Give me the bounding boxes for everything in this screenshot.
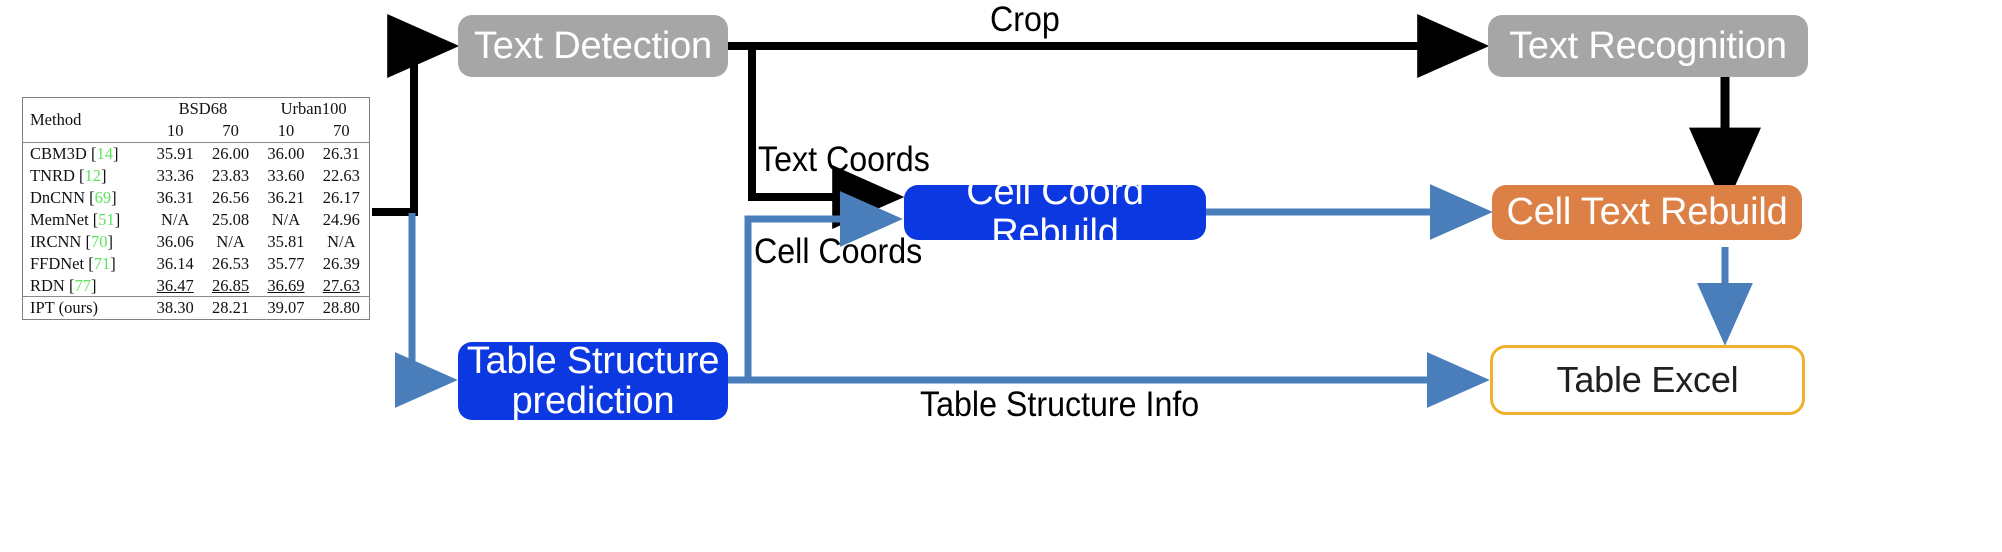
cell-method: DnCNN [69] <box>30 187 117 207</box>
cell-value: N/A <box>161 209 190 229</box>
cell-value: 22.63 <box>322 165 360 185</box>
cell-value: 28.21 <box>212 298 250 318</box>
cell-value: 35.81 <box>267 231 305 251</box>
cell-method: IRCNN [70] <box>30 231 113 251</box>
cell-value: 26.85 <box>212 275 250 295</box>
cell-value: 26.00 <box>212 143 250 163</box>
cell-value: N/A <box>271 209 301 229</box>
header-group-urban100: Urban100 <box>280 99 347 118</box>
header-sub-bsd68-10: 10 <box>166 120 184 140</box>
cell-value: 36.47 <box>156 275 194 295</box>
cell-value: 36.21 <box>267 187 305 207</box>
node-text-detection-label: Text Detection <box>474 24 712 67</box>
table-row: RDN [77] 36.47 26.85 36.69 27.63 <box>23 275 369 297</box>
cell-value: N/A <box>327 231 356 251</box>
node-text-recognition-label: Text Recognition <box>1509 24 1787 67</box>
table-header-row-groups: Method BSD68 Urban100 <box>23 98 369 129</box>
cell-method: MemNet [51] <box>30 209 121 229</box>
cell-value: 38.30 <box>156 298 194 318</box>
node-text-recognition[interactable]: Text Recognition <box>1488 15 1808 77</box>
cell-value: N/A <box>216 231 245 251</box>
node-table-excel[interactable]: Table Excel <box>1490 345 1805 415</box>
cell-value: 33.60 <box>267 165 305 185</box>
node-cell-text-rebuild-label: Cell Text Rebuild <box>1506 191 1788 234</box>
cell-value: 26.56 <box>212 187 250 207</box>
cell-value: 36.00 <box>267 143 305 163</box>
node-cell-coord-rebuild[interactable]: Cell Coord Rebuild <box>904 172 1206 253</box>
node-table-structure-label-line1: Table Structure <box>466 339 720 382</box>
table-row: FFDNet [71] 36.14 26.53 35.77 26.39 <box>23 253 369 275</box>
edge-label-crop: Crop <box>990 0 1060 39</box>
cell-method: FFDNet [71] <box>30 253 116 273</box>
table-row: CBM3D [14] 35.91 26.00 36.00 26.31 <box>23 142 369 164</box>
cell-value: 39.07 <box>267 298 305 318</box>
edge-table-to-detection <box>372 14 460 216</box>
header-method: Method <box>30 109 82 129</box>
cell-value: 36.14 <box>156 253 194 273</box>
results-table: Method BSD68 Urban100 10 70 10 70 CBM3D … <box>23 98 369 319</box>
cell-value: 36.69 <box>267 275 305 295</box>
node-table-structure-label-line2: prediction <box>511 380 675 422</box>
edge-label-table-structure-info: Table Structure Info <box>920 385 1200 424</box>
cell-value: 26.39 <box>322 253 360 273</box>
edge-label-text-coords: Text Coords <box>758 140 930 179</box>
cell-method: IPT (ours) <box>30 298 98 318</box>
header-sub-urban100-70: 70 <box>333 120 350 140</box>
cell-value: 35.91 <box>156 143 194 163</box>
cell-value: 24.96 <box>322 209 360 229</box>
table-row: IPT (ours) 38.30 28.21 39.07 28.80 <box>23 297 369 319</box>
header-group-bsd68: BSD68 <box>178 99 228 118</box>
cell-value: 26.53 <box>212 253 250 273</box>
cell-value: 26.31 <box>322 143 360 163</box>
header-sub-urban100-10: 10 <box>277 120 295 140</box>
table-row: DnCNN [69] 36.31 26.56 36.21 26.17 <box>23 187 369 209</box>
edge-table-to-structure <box>394 213 458 408</box>
results-table-head: Method BSD68 Urban100 10 70 10 70 <box>23 98 369 142</box>
cell-value: 35.77 <box>267 253 305 273</box>
paper-table-figure: Method BSD68 Urban100 10 70 10 70 CBM3D … <box>22 97 370 321</box>
table-row: MemNet [51] N/A 25.08 N/A 24.96 <box>23 209 369 231</box>
node-table-structure-prediction[interactable]: Table Structure prediction <box>458 339 728 422</box>
table-row: IRCNN [70] 36.06 N/A 35.81 N/A <box>23 231 369 253</box>
node-text-detection[interactable]: Text Detection <box>458 15 728 77</box>
cell-method: TNRD [12] <box>30 165 107 185</box>
cell-value: 33.36 <box>156 165 194 185</box>
cell-value: 25.08 <box>212 209 250 229</box>
cell-value: 28.80 <box>322 298 360 318</box>
cell-value: 27.63 <box>322 275 360 295</box>
cell-value: 36.31 <box>156 187 194 207</box>
node-cell-text-rebuild[interactable]: Cell Text Rebuild <box>1492 185 1802 240</box>
cell-method: RDN [77] <box>30 275 97 295</box>
node-table-excel-label: Table Excel <box>1556 358 1739 400</box>
node-cell-coord-rebuild-label: Cell Coord Rebuild <box>966 171 1144 254</box>
cell-value: 26.17 <box>322 187 360 207</box>
cell-value: 36.06 <box>156 231 194 251</box>
header-sub-bsd68-70: 70 <box>222 120 239 140</box>
edge-label-cell-coords: Cell Coords <box>754 232 923 271</box>
table-header-row-sublevels: 10 70 10 70 <box>23 120 369 142</box>
table-row: TNRD [12] 33.36 23.83 33.60 22.63 <box>23 165 369 187</box>
cell-value: 23.83 <box>212 165 250 185</box>
cell-method: CBM3D [14] <box>30 143 119 163</box>
